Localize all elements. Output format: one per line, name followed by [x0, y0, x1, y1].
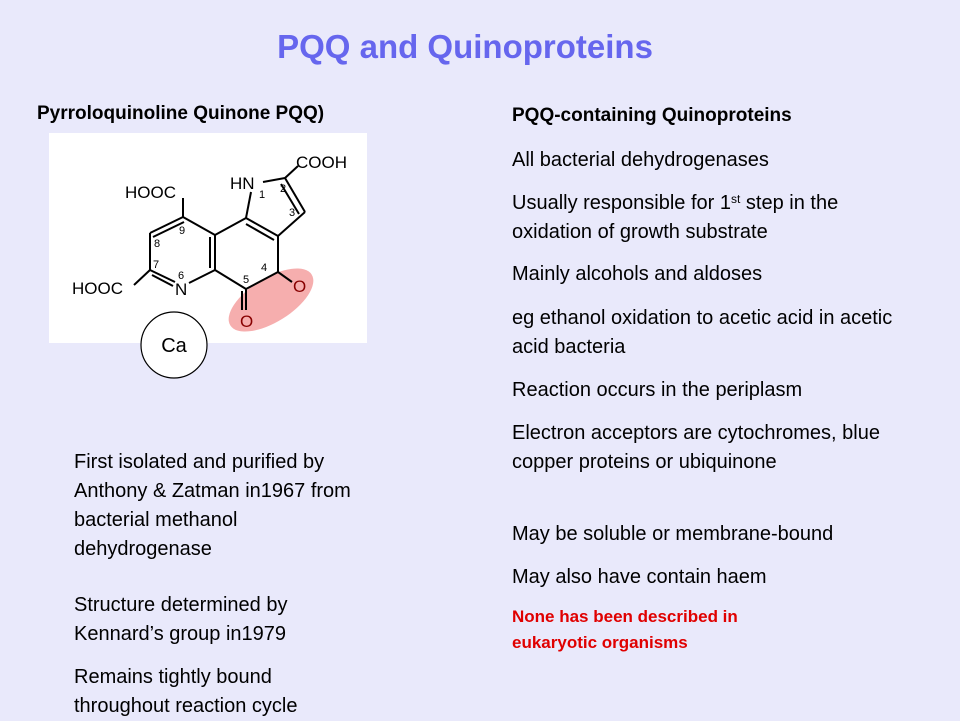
position-4: 4 — [261, 262, 267, 274]
bullet-item: May be soluble or membrane-bound — [512, 523, 834, 545]
slide-title: PQQ and Quinoproteins — [277, 28, 653, 65]
discovery-paragraph: First isolated and purified by Anthony &… — [74, 451, 351, 560]
position-8: 8 — [154, 238, 160, 250]
bullet-item: eg ethanol oxidation to acetic acid in a… — [512, 307, 893, 358]
bullet-item: Usually responsible for 1st step in the … — [512, 192, 839, 243]
position-7: 7 — [153, 259, 159, 271]
bullet-item: Electron acceptors are cytochromes, blue… — [512, 422, 880, 473]
position-2: 2 — [280, 183, 286, 195]
hooc-left-label: HOOC — [72, 279, 123, 298]
position-6: 6 — [178, 270, 184, 282]
quinone-highlight — [228, 268, 314, 332]
calcium-label: Ca — [161, 335, 187, 357]
position-1: 1 — [259, 189, 265, 201]
structure-background — [49, 133, 367, 343]
eukaryote-note: None has been described in eukaryotic or… — [512, 607, 738, 652]
quinoproteins-heading: PQQ-containing Quinoproteins — [512, 105, 792, 126]
hn-label: HN — [230, 174, 255, 193]
calcium-circle — [140, 311, 208, 379]
position-3: 3 — [289, 207, 295, 219]
bullet-item: Mainly alcohols and aldoses — [512, 263, 763, 285]
pqq-structure-diagram: COOH HN HOOC HOOC N O O 1 2 3 4 5 6 7 8 … — [49, 133, 367, 379]
structure-paragraph: Structure determined by Kennard’s group … — [74, 594, 288, 645]
o5-label: O — [240, 312, 253, 331]
structure-heading: Pyrroloquinoline Quinone PQQ) — [37, 103, 325, 124]
o4-label: O — [293, 277, 306, 296]
binding-paragraph: Remains tightly bound throughout reactio… — [74, 666, 298, 717]
n-label: N — [175, 280, 187, 299]
cooh-label: COOH — [296, 153, 347, 172]
position-5: 5 — [243, 274, 249, 286]
bullet-item: Reaction occurs in the periplasm — [512, 379, 803, 401]
hooc-top-label: HOOC — [125, 183, 176, 202]
position-9: 9 — [179, 225, 185, 237]
bonds — [133, 165, 306, 310]
bullet-item: All bacterial dehydrogenases — [512, 149, 769, 171]
bullet-item: May also have contain haem — [512, 566, 767, 588]
